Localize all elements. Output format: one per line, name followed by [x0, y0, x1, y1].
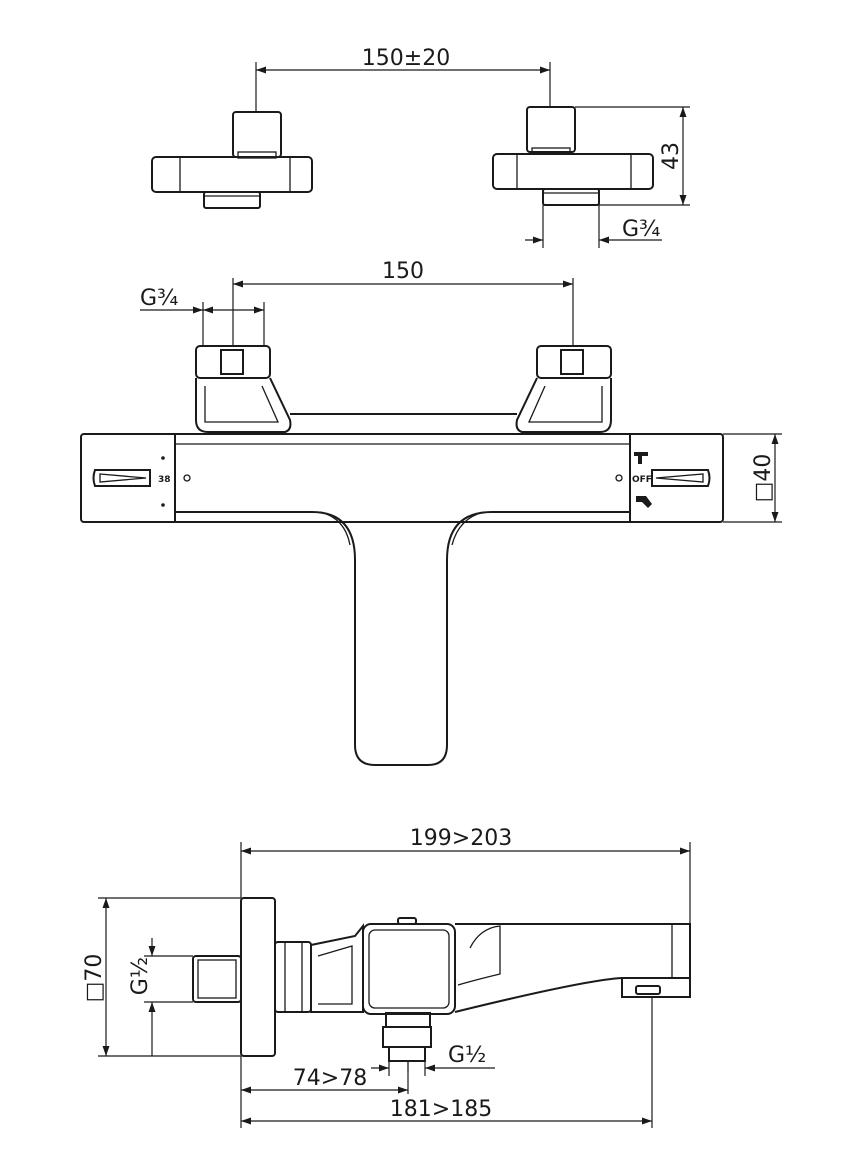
dim-overall-depth: 199>203	[410, 826, 512, 851]
left-inlet-nut	[195, 345, 292, 433]
dim-inlet-thread: G¾	[140, 286, 178, 311]
dim-body-square: □40	[751, 454, 776, 503]
off-label: OFF	[632, 475, 652, 485]
dim-connector-spacing: 150±20	[362, 46, 450, 71]
bath-icon	[634, 452, 648, 464]
dim-wall-plate-square: □70	[82, 954, 107, 1003]
dim-inlet-spacing: 150	[382, 259, 424, 284]
temperature-mark: 38	[158, 475, 171, 485]
front-view: 38 OFF 150 G¾ □40	[80, 259, 782, 766]
dim-outlet-offset: 74>78	[293, 1066, 367, 1091]
side-view: 199>203 □70 G½ G½ 74>78 181>185	[82, 826, 691, 1128]
right-inlet-nut	[515, 345, 612, 433]
dim-connector-thread: G¾	[622, 217, 660, 242]
left-connector	[151, 111, 313, 209]
right-connector	[492, 106, 654, 206]
connector-view: 150±20 43 G¾	[151, 46, 690, 248]
dim-inlet-thread-side: G½	[128, 957, 153, 995]
dim-connector-height: 43	[659, 142, 684, 170]
shower-icon	[636, 496, 652, 508]
dim-spout-reach: 181>185	[390, 1097, 492, 1122]
dim-outlet-thread: G½	[448, 1043, 486, 1068]
